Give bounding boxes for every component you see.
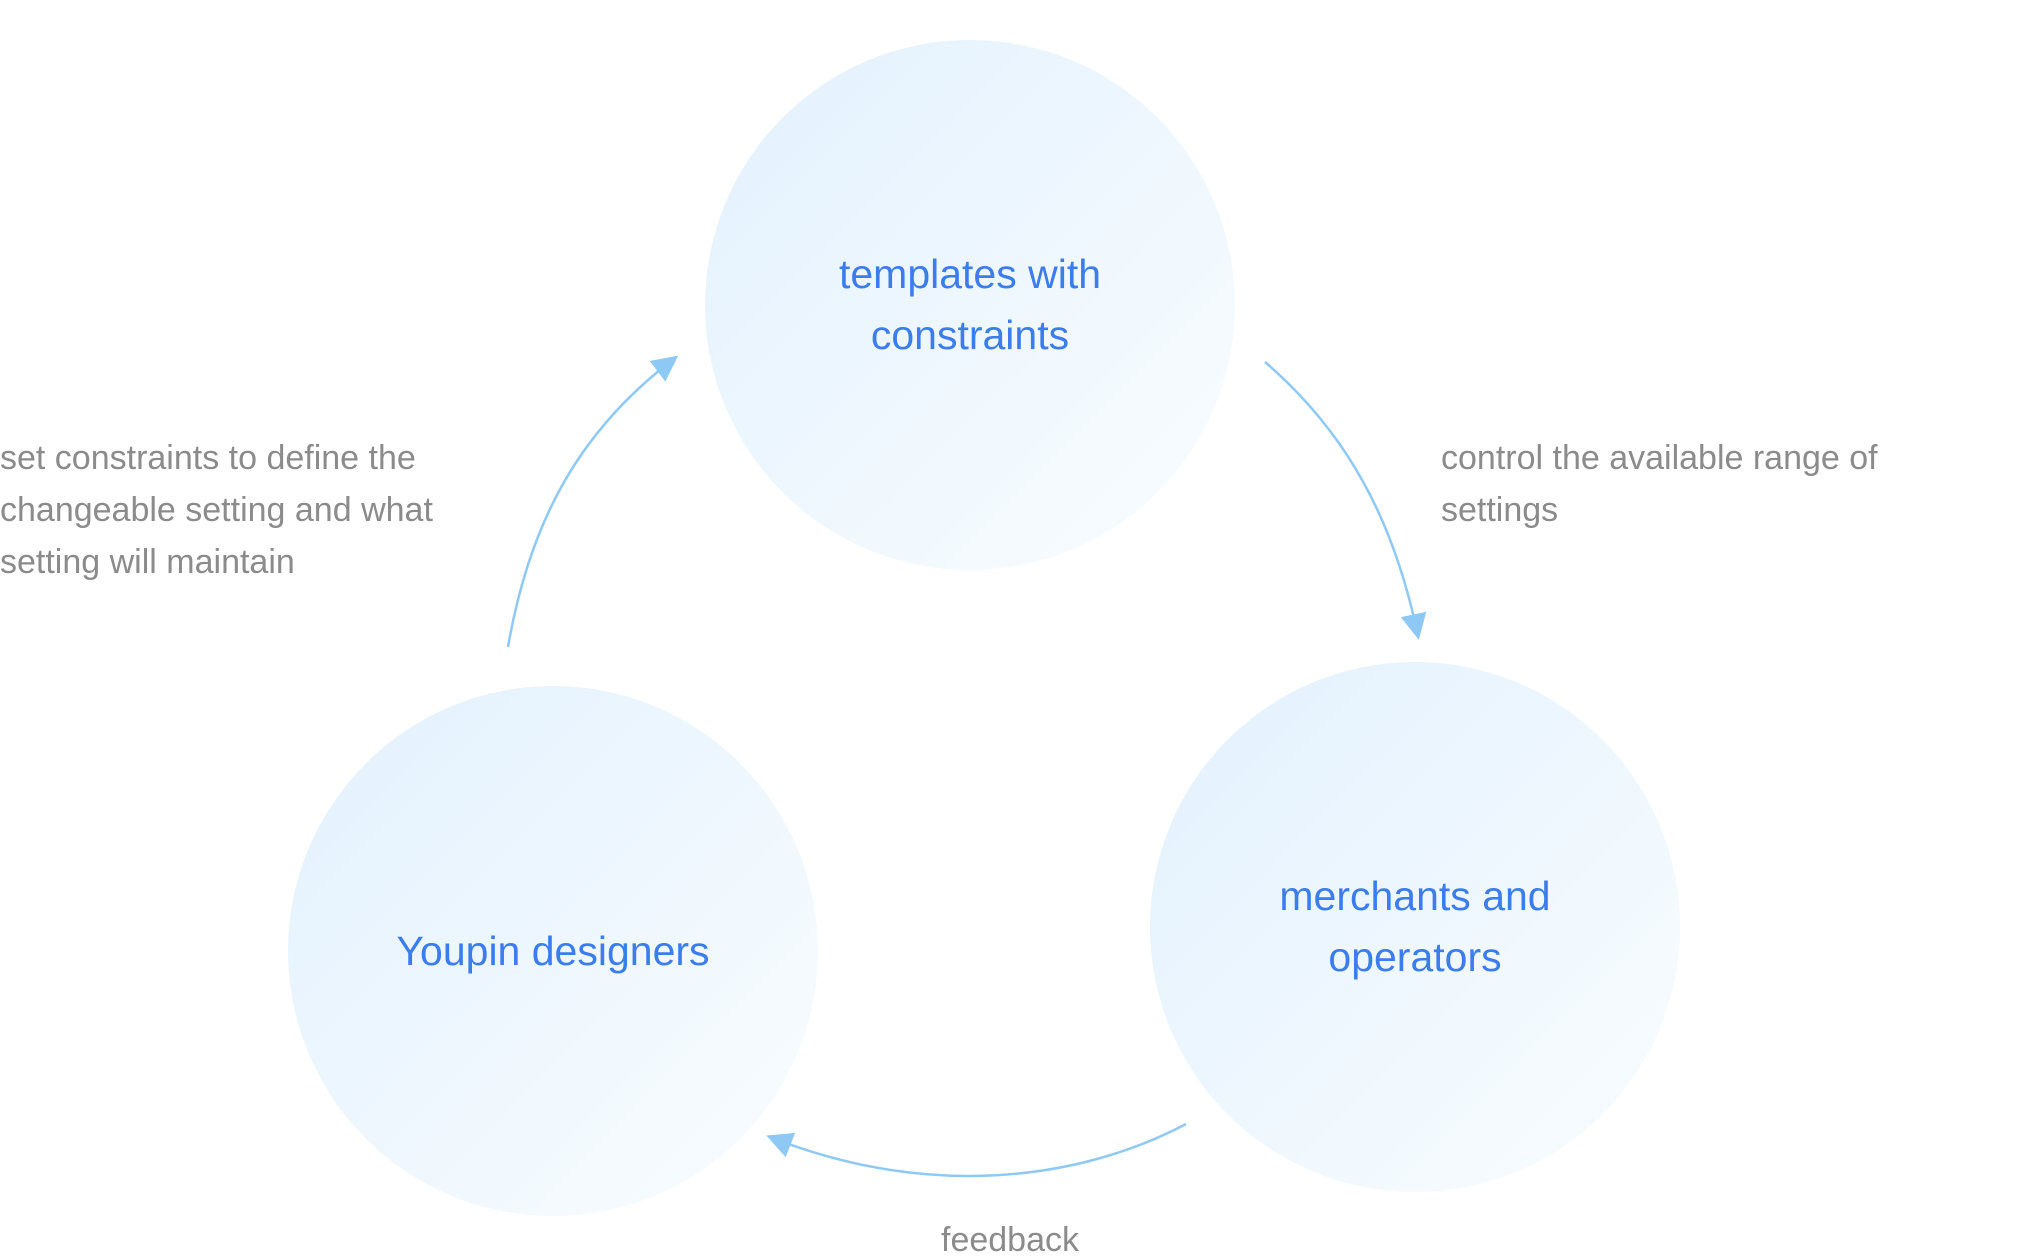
edge-label-feedback: feedback [941,1221,1079,1259]
arrow-top-to-right [1264,361,1427,640]
edge-label-set-constraints: set constraints to define the changeable… [0,439,433,581]
edge-label-control-range: control the available range of settings [1441,439,1878,529]
node-merchants-and-operators: merchants and operators [1150,662,1680,1192]
node-youpin-designers: Youpin designers [288,686,818,1216]
arrow-right-to-left [766,1122,1187,1178]
arrow-left-to-top [506,355,679,648]
node-label: templates with constraints [838,251,1102,358]
node-templates-with-constraints: templates with constraints [705,40,1235,570]
node-label: merchants and operators [1279,873,1551,980]
node-label: Youpin designers [396,927,710,974]
